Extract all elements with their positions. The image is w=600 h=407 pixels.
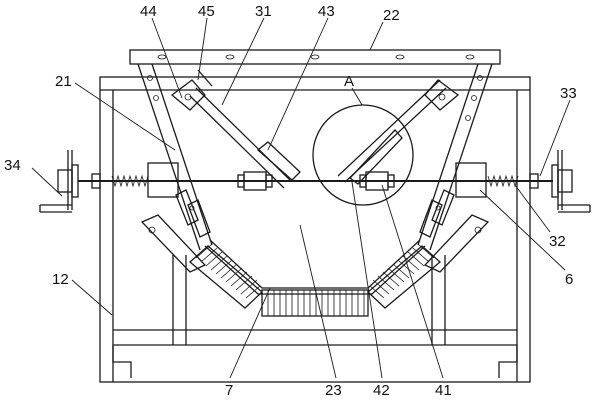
label-45: 45: [198, 3, 215, 20]
roller-left: [189, 243, 263, 309]
deflector-left-lip: [256, 141, 301, 181]
label-a: A: [344, 73, 354, 90]
leader-31: [221, 17, 265, 106]
handwheel-right-handle: [558, 204, 591, 213]
bracket-right: [423, 214, 490, 273]
hopper-left-outer: [137, 63, 201, 251]
conveyor-belt: [204, 239, 426, 295]
label-42: 42: [373, 382, 390, 399]
leader-44: [151, 17, 183, 99]
leader-a: [351, 87, 363, 106]
top-plate: [129, 49, 501, 65]
hopper: [137, 63, 493, 251]
detail-circle-a: [312, 104, 414, 206]
label-33: 33: [560, 85, 577, 102]
leader-21: [74, 82, 176, 151]
label-22: 22: [383, 7, 400, 24]
label-12: 12: [52, 271, 69, 288]
leader-33: [539, 99, 571, 177]
label-7: 7: [225, 382, 233, 399]
leader-6: [479, 189, 566, 271]
leader-lines: [31, 17, 571, 379]
spring-left: [111, 174, 149, 188]
leader-41: [381, 184, 444, 379]
spring-right: [487, 174, 519, 188]
leader-43: [267, 17, 329, 151]
top-plate-rect: [129, 49, 501, 65]
label-41: 41: [435, 382, 452, 399]
deflector-right-outer: [344, 87, 447, 183]
outer-frame: [99, 76, 531, 383]
callout-labels: 44 45 31 43 22 21 A 33 34 32 6 12 7 23 4…: [4, 3, 577, 399]
slide-block-right: [455, 162, 487, 198]
slide-block-left: [147, 162, 179, 198]
detail-circle: [312, 104, 414, 206]
deflector-right: [337, 79, 447, 185]
label-21: 21: [55, 73, 72, 90]
right-foot: [498, 345, 518, 378]
hinge-left: [170, 69, 213, 111]
hinge-bracket-right: [424, 79, 460, 111]
handwheel-left: [39, 150, 79, 213]
adjusting-rod: [78, 162, 553, 198]
label-43: 43: [318, 3, 335, 20]
label-34: 34: [4, 157, 21, 174]
label-31: 31: [255, 3, 272, 20]
leader-32: [514, 184, 551, 233]
belt-upper: [209, 239, 421, 289]
leader-34: [31, 167, 63, 197]
frame-outline: [99, 76, 531, 383]
left-foot: [112, 345, 132, 378]
hopper-right-outer: [429, 63, 493, 251]
label-6: 6: [565, 271, 573, 288]
deflector-left: [189, 87, 301, 189]
label-44: 44: [140, 3, 157, 20]
label-23: 23: [325, 382, 342, 399]
leader-42: [351, 181, 383, 379]
label-32: 32: [549, 233, 566, 250]
idler-brackets: [140, 214, 490, 273]
handwheel-right: [551, 150, 591, 213]
leader-12: [71, 279, 113, 316]
side-guards: [175, 189, 455, 238]
leader-7: [229, 287, 271, 379]
bracket-left: [140, 214, 207, 273]
hinge-right: [424, 79, 460, 111]
deflector-right-lip: [349, 129, 403, 185]
hinge-bracket-left: [170, 79, 206, 111]
handwheel-left-handle: [39, 204, 72, 213]
leader-23: [299, 224, 337, 379]
leader-22: [369, 21, 384, 51]
belt-lower: [204, 245, 426, 295]
leader-45: [197, 17, 208, 81]
